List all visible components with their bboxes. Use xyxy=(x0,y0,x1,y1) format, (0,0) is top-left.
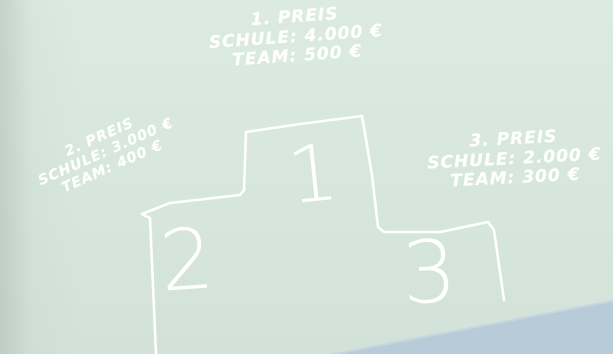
podium-first-right xyxy=(362,116,384,232)
podium-second-left-edge xyxy=(142,214,156,354)
third-prize-label: 3. PREIS SCHULE: 2.000 € TEAM: 300 € xyxy=(411,125,613,194)
first-place-number: 1 xyxy=(284,134,342,217)
second-place-number: 2 xyxy=(157,216,216,304)
third-place-number: 3 xyxy=(400,229,459,318)
